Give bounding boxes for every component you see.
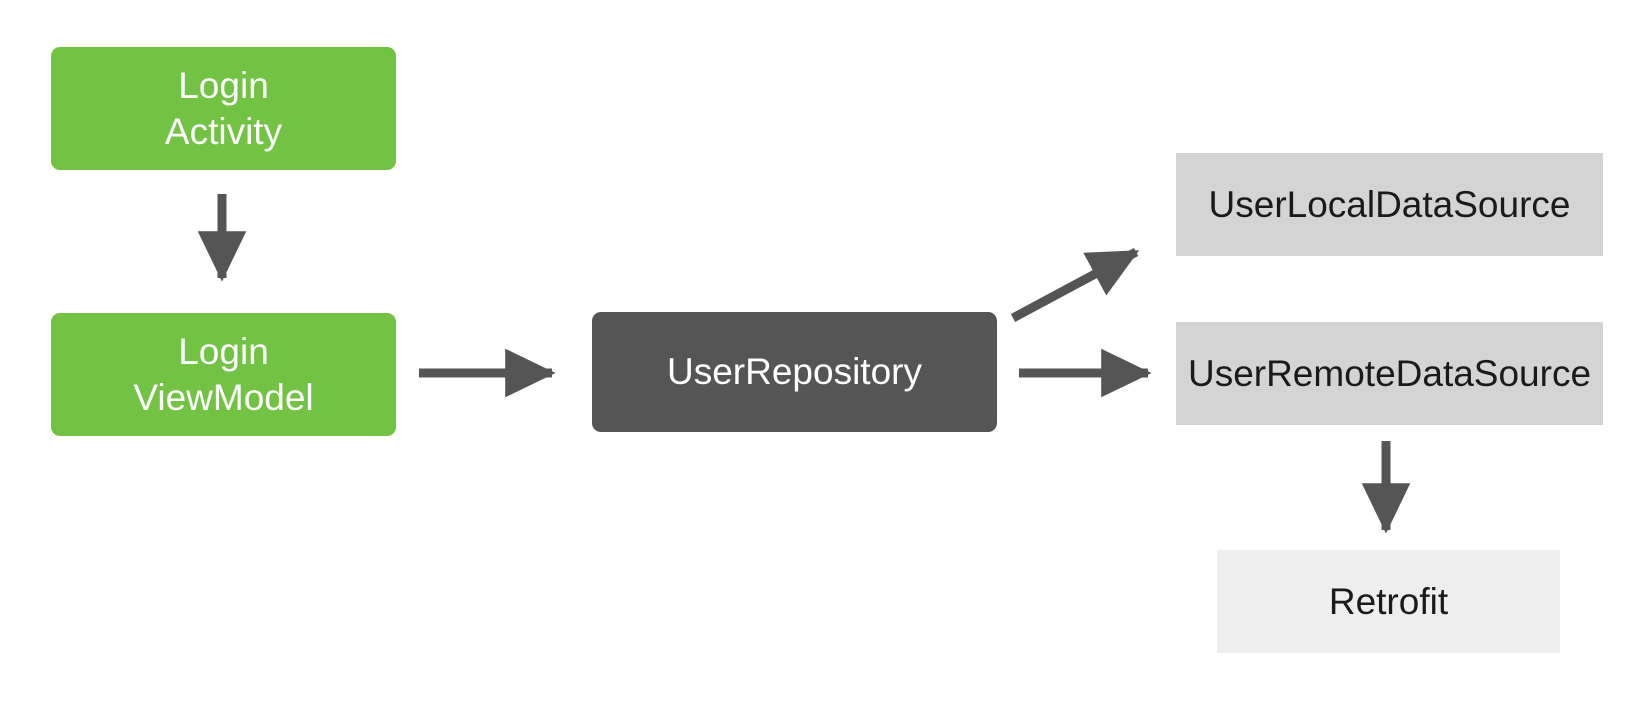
arrow-repository-to-local <box>1010 248 1140 322</box>
node-user-local-datasource-label: UserLocalDataSource <box>1208 183 1571 225</box>
node-login-viewmodel[interactable]: Login ViewModel <box>51 313 396 436</box>
node-retrofit-label: Retrofit <box>1328 580 1449 622</box>
node-login-viewmodel-label: Login ViewModel <box>133 331 314 418</box>
node-user-local-datasource[interactable]: UserLocalDataSource <box>1176 153 1603 256</box>
node-login-activity-label: Login Activity <box>164 65 283 152</box>
node-retrofit[interactable]: Retrofit <box>1217 550 1560 653</box>
node-user-remote-datasource[interactable]: UserRemoteDataSource <box>1176 322 1603 425</box>
node-user-repository[interactable]: UserRepository <box>592 312 997 432</box>
node-login-activity[interactable]: Login Activity <box>51 47 396 170</box>
node-user-remote-datasource-label: UserRemoteDataSource <box>1187 352 1592 394</box>
node-user-repository-label: UserRepository <box>667 351 922 393</box>
